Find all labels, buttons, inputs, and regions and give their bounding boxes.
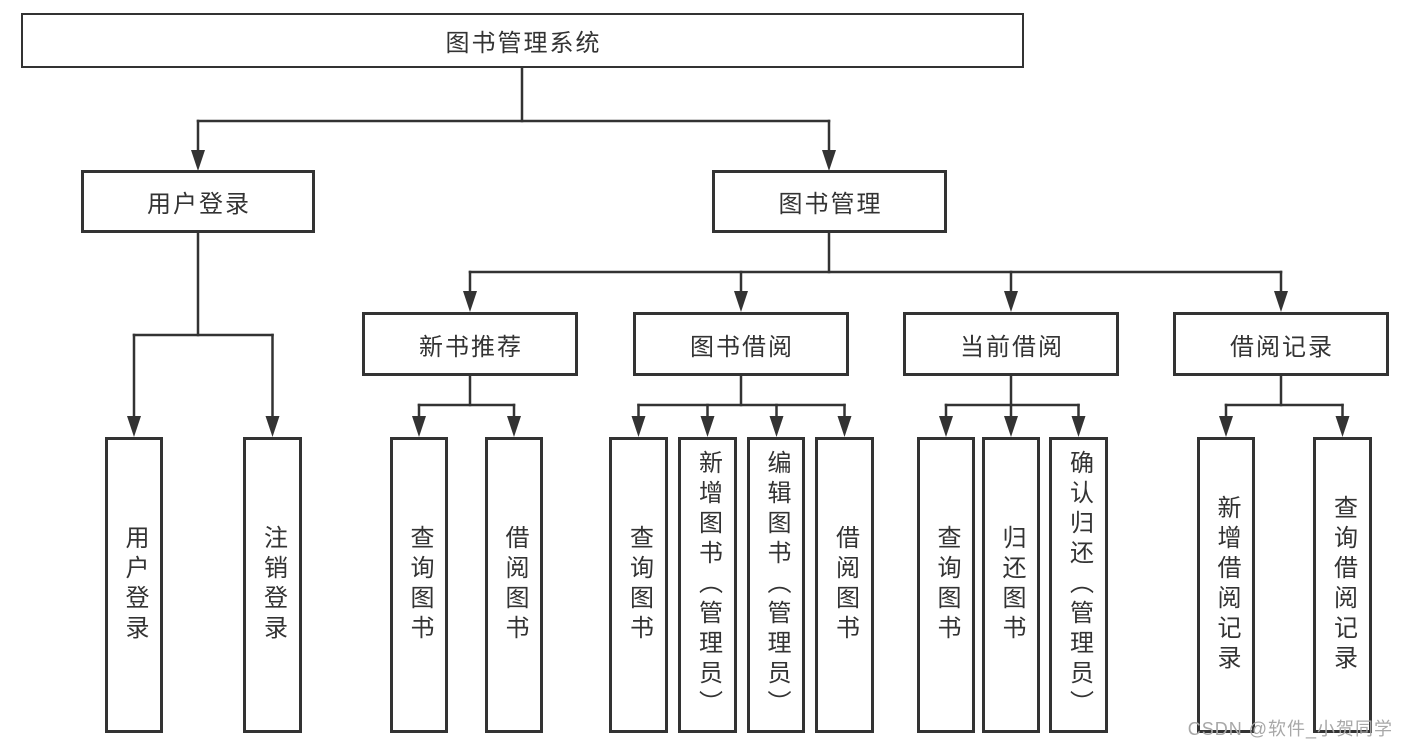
node-leaf-add-borrow-record: 新增借阅记录 — [1197, 437, 1255, 733]
connector-current-borrow-children — [939, 374, 1086, 437]
node-leaf-rec-query-books-label: 查询图书 — [406, 525, 433, 645]
node-leaf-user-login-label: 用户登录 — [121, 525, 148, 645]
watermark: CSDN @软件_小贺同学 — [1187, 719, 1393, 739]
node-current-borrowing: 当前借阅 — [903, 312, 1119, 376]
connector-book-management-to-level3 — [463, 231, 1288, 312]
node-user-login: 用户登录 — [81, 170, 315, 233]
node-borrowing-records-label: 借阅记录 — [1230, 333, 1334, 361]
node-current-borrowing-label: 当前借阅 — [960, 333, 1064, 361]
node-leaf-add-borrow-record-label: 新增借阅记录 — [1213, 495, 1240, 675]
connector-root-to-level2 — [191, 66, 836, 171]
node-borrowing-records: 借阅记录 — [1173, 312, 1389, 376]
node-leaf-user-login: 用户登录 — [105, 437, 163, 733]
node-leaf-rec-borrow-books-label: 借阅图书 — [501, 525, 528, 645]
connector-book-borrow-children — [631, 374, 852, 437]
node-leaf-edit-books-admin-label: 编辑图书（管理员） — [763, 450, 790, 720]
node-root-label: 图书管理系统 — [445, 30, 602, 57]
node-leaf-current-query-books: 查询图书 — [917, 437, 975, 733]
node-root: 图书管理系统 — [21, 13, 1024, 68]
node-leaf-edit-books-admin: 编辑图书（管理员） — [747, 437, 805, 733]
node-book-management-label: 图书管理 — [778, 191, 883, 218]
node-leaf-confirm-return-admin: 确认归还（管理员） — [1049, 437, 1108, 733]
node-book-borrowing: 图书借阅 — [633, 312, 849, 376]
node-new-book-recommendation: 新书推荐 — [362, 312, 578, 376]
node-leaf-add-books-admin: 新增图书（管理员） — [678, 437, 737, 733]
connector-user-login-children — [127, 231, 280, 437]
connector-borrow-records-children — [1219, 374, 1350, 437]
node-leaf-borrow-books-label: 借阅图书 — [831, 525, 859, 645]
node-leaf-query-borrow-record: 查询借阅记录 — [1313, 437, 1372, 733]
connector-new-book-children — [412, 374, 521, 437]
node-book-management: 图书管理 — [712, 170, 947, 233]
node-leaf-return-books-label: 归还图书 — [998, 525, 1025, 645]
node-leaf-logout: 注销登录 — [243, 437, 302, 733]
node-leaf-rec-query-books: 查询图书 — [390, 437, 448, 733]
node-leaf-rec-borrow-books: 借阅图书 — [485, 437, 543, 733]
node-leaf-borrow-books: 借阅图书 — [815, 437, 874, 733]
node-leaf-logout-label: 注销登录 — [259, 525, 287, 645]
node-book-borrowing-label: 图书借阅 — [690, 333, 794, 361]
node-leaf-return-books: 归还图书 — [982, 437, 1040, 733]
node-leaf-borrow-query-books: 查询图书 — [609, 437, 668, 733]
node-user-login-label: 用户登录 — [147, 191, 251, 218]
node-new-book-recommendation-label: 新书推荐 — [419, 333, 523, 361]
node-leaf-add-books-admin-label: 新增图书（管理员） — [694, 450, 722, 720]
node-leaf-borrow-query-books-label: 查询图书 — [625, 525, 653, 645]
node-leaf-confirm-return-admin-label: 确认归还（管理员） — [1065, 450, 1093, 720]
node-leaf-query-borrow-record-label: 查询借阅记录 — [1329, 495, 1357, 675]
node-leaf-current-query-books-label: 查询图书 — [933, 525, 960, 645]
